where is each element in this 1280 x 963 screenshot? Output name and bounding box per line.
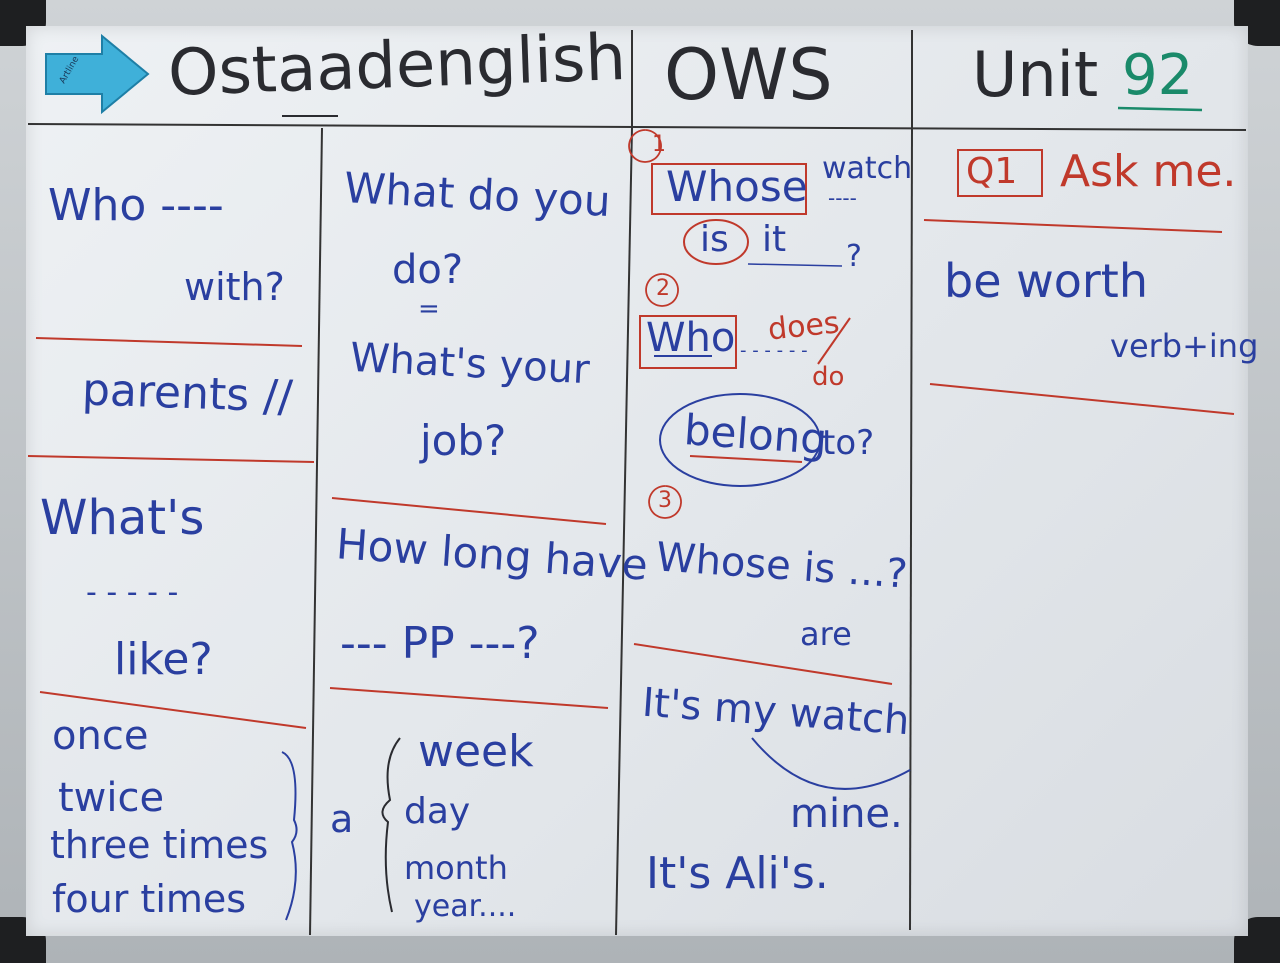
- col2-equals: =: [418, 294, 440, 324]
- col3-dash1: ----: [828, 186, 857, 210]
- column-divider-3: [909, 127, 913, 931]
- whiteboard-surface: [26, 26, 1248, 936]
- col4-q1: Q1: [966, 151, 1018, 192]
- period-item: month: [404, 849, 508, 887]
- col4-be-worth: be worth: [944, 254, 1148, 308]
- num-1: 1: [652, 132, 666, 157]
- col3-watch: watch: [822, 151, 913, 186]
- col2-do: do?: [392, 247, 464, 293]
- separator: [27, 455, 315, 463]
- underline: [1117, 106, 1203, 112]
- separator: [929, 383, 1235, 415]
- col3-belong: belong: [682, 405, 829, 464]
- separator: [329, 687, 609, 709]
- col2-job: job?: [420, 416, 507, 465]
- col3-dash2: - - - - - -: [740, 340, 808, 361]
- col3-is: is: [700, 219, 729, 260]
- col3-q1: ?: [846, 239, 862, 274]
- col1-parents: parents //: [81, 364, 294, 423]
- circle-num-3: [648, 485, 682, 519]
- col2-whats-your: What's your: [348, 334, 591, 394]
- underline: [747, 263, 843, 267]
- separator: [633, 643, 893, 685]
- period-item: day: [404, 791, 471, 832]
- brace-right: [281, 751, 298, 921]
- period-item: year....: [414, 889, 517, 924]
- col3-who: Who: [646, 315, 736, 361]
- circle-num-2: [645, 273, 679, 307]
- unit-number: 92: [1122, 43, 1194, 108]
- header-divider: [27, 123, 1247, 131]
- col2-pp: --- PP ---?: [340, 618, 540, 669]
- col1-dashes: - - - - -: [86, 575, 179, 610]
- col3-mine: mine.: [790, 791, 903, 837]
- separator: [39, 691, 307, 729]
- underline: [689, 455, 803, 463]
- box-whose: [651, 163, 807, 215]
- freq-item: twice: [58, 775, 165, 821]
- col3-are: are: [800, 615, 852, 653]
- column-divider-1: [309, 127, 323, 936]
- unit-label: Unit: [972, 38, 1099, 111]
- box-who: [639, 315, 737, 369]
- eraser-icon[interactable]: Artline: [44, 32, 150, 114]
- freq-item: once: [52, 713, 149, 759]
- num-2: 2: [656, 276, 670, 301]
- circle-is: [683, 219, 749, 265]
- col1-whats: What's: [40, 490, 205, 546]
- arrow-curve: [751, 737, 911, 790]
- box-q1: [957, 149, 1043, 197]
- middle-title: OWS: [664, 34, 833, 116]
- col2-a: a: [330, 797, 354, 841]
- col1-with: with?: [184, 265, 285, 309]
- brand-title: Ostaadenglish: [166, 21, 628, 111]
- col3-do: do: [812, 362, 845, 392]
- num-3: 3: [658, 488, 672, 513]
- separator: [331, 497, 607, 525]
- freq-item: three times: [50, 823, 269, 867]
- period-item: week: [418, 726, 534, 777]
- col3-its-alis: It's Ali's.: [646, 848, 829, 899]
- circle-num-1: [628, 129, 662, 163]
- col3-to: to?: [822, 423, 875, 463]
- separator: [923, 219, 1223, 233]
- col1-who: Who ----: [48, 180, 224, 231]
- column-divider-2: [615, 127, 633, 936]
- col3-it: it: [762, 219, 787, 260]
- col3-whose: Whose: [666, 162, 808, 211]
- circle-belong: [659, 393, 821, 487]
- freq-item: four times: [52, 877, 247, 921]
- separator: [35, 337, 303, 347]
- col4-ask-me: Ask me.: [1060, 146, 1237, 197]
- brace-left: [381, 737, 401, 913]
- col1-like: like?: [114, 634, 213, 685]
- strike-does: [817, 317, 851, 365]
- col4-verbing: verb+ing: [1110, 327, 1259, 365]
